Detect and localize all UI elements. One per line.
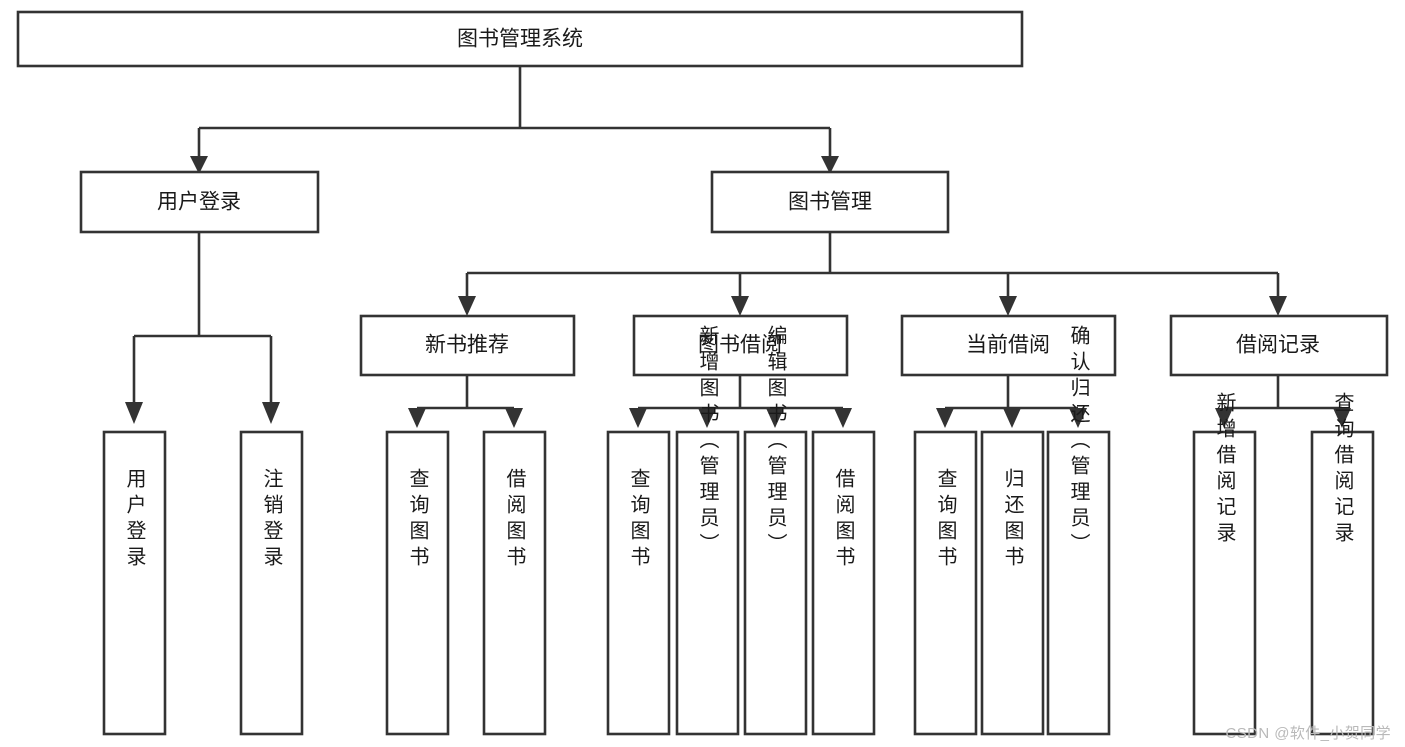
arrow-borrow-l2 [698,408,716,428]
leaf-user-login[interactable]: 用户登录 [102,430,167,736]
borrow-record-rect[interactable] [1169,314,1389,377]
current-borrow-rect[interactable] [900,314,1117,377]
book-manage-rect[interactable] [710,170,950,234]
book-borrow-label: 图书借阅 [698,334,782,357]
node-title-box[interactable]: 图书管理系统 [16,10,1024,68]
arrow-current-l2 [1003,408,1021,428]
leaf-borrow-book-1[interactable]: 借阅图书 [482,430,547,736]
leaf-user-login-rect[interactable] [102,430,167,736]
node-new-book-recommend[interactable]: 新书推荐 [359,314,576,377]
leaf-query-book-2-label: 查询图书 [627,468,650,572]
leaf-add-book-label: 新增图书（管理员） [696,325,719,559]
leaf-confirm-return-label: 确认归还（管理员） [1067,325,1090,559]
leaf-confirm-return-rect[interactable] [1046,430,1111,736]
leaf-query-book-1-label: 查询图书 [406,468,429,572]
leaf-add-borrow-record-rect[interactable] [1192,430,1257,736]
arrow-current-l1 [936,408,954,428]
title-box-rect[interactable] [16,10,1024,68]
leaf-logout-login-rect[interactable] [239,430,304,736]
new-book-recommend-rect[interactable] [359,314,576,377]
leaf-query-book-3[interactable]: 查询图书 [913,430,978,736]
node-current-borrow[interactable]: 当前借阅 [900,314,1117,377]
leaf-edit-book-label: 编辑图书（管理员） [764,325,787,559]
arrow-user-login-leaf-2 [262,402,280,424]
leaf-query-book-2-rect[interactable] [606,430,671,736]
leaf-query-book-1-rect[interactable] [385,430,450,736]
leaf-query-book-2[interactable]: 查询图书 [606,430,671,736]
book-borrow-rect[interactable] [632,314,849,377]
arrow-book-manage-c4 [1269,296,1287,316]
title-box-label: 图书管理系统 [457,28,583,51]
leaf-query-borrow-record[interactable]: 查询借阅记录 [1310,392,1375,736]
csdn-watermark: CSDN @软件_小贺同学 [1225,725,1391,742]
leaf-borrow-book-2[interactable]: 借阅图书 [811,430,876,736]
user-login-rect[interactable] [79,170,320,234]
leaf-borrow-book-1-rect[interactable] [482,430,547,736]
leaf-edit-book-rect[interactable] [743,430,808,736]
leaf-confirm-return[interactable]: 确认归还（管理员） [1046,325,1111,736]
leaf-query-borrow-record-rect[interactable] [1310,430,1375,736]
connectors-group [125,66,1351,428]
arrow-borrow-l3 [766,408,784,428]
leaf-return-book-rect[interactable] [980,430,1045,736]
arrow-record-l1 [1215,408,1233,428]
node-borrow-record[interactable]: 借阅记录 [1169,314,1389,377]
leaf-borrow-book-2-rect[interactable] [811,430,876,736]
leaf-add-book[interactable]: 新增图书（管理员） [675,325,740,736]
borrow-record-label: 借阅记录 [1236,334,1320,357]
arrow-borrow-l1 [629,408,647,428]
leaf-add-borrow-record[interactable]: 新增借阅记录 [1192,392,1257,736]
arrow-recommend-l1 [408,408,426,428]
leaf-logout-login[interactable]: 注销登录 [239,430,304,736]
arrow-root-to-book-manage [821,156,839,174]
leaf-borrow-book-1-label: 借阅图书 [503,468,526,572]
leaf-query-book-3-label: 查询图书 [934,468,957,572]
leaf-edit-book[interactable]: 编辑图书（管理员） [743,325,808,736]
arrow-borrow-l4 [834,408,852,428]
user-login-label: 用户登录 [157,191,241,214]
arrow-current-l3 [1069,408,1087,428]
current-borrow-label: 当前借阅 [966,334,1050,357]
leaf-user-login-label: 用户登录 [123,468,146,572]
leaf-add-borrow-record-label: 新增借阅记录 [1213,392,1236,548]
arrow-record-l2 [1333,408,1351,428]
arrow-book-manage-c2 [731,296,749,316]
leaf-add-book-rect[interactable] [675,430,740,736]
arrow-recommend-l2 [505,408,523,428]
book-manage-label: 图书管理 [788,191,872,214]
node-book-manage[interactable]: 图书管理 [710,170,950,234]
arrow-book-manage-c3 [999,296,1017,316]
node-user-login[interactable]: 用户登录 [79,170,320,234]
arrow-book-manage-c1 [458,296,476,316]
leaf-query-borrow-record-label: 查询借阅记录 [1331,392,1354,548]
leaf-query-book-3-rect[interactable] [913,430,978,736]
leaf-query-book-1[interactable]: 查询图书 [385,430,450,736]
leaf-return-book-label: 归还图书 [1001,468,1024,572]
leaf-logout-login-label: 注销登录 [260,468,283,572]
new-book-recommend-label: 新书推荐 [425,334,509,357]
arrow-user-login-leaf-1 [125,402,143,424]
node-book-borrow[interactable]: 图书借阅 [632,314,849,377]
leaf-return-book[interactable]: 归还图书 [980,430,1045,736]
arrow-root-to-user-login [190,156,208,174]
leaf-borrow-book-2-label: 借阅图书 [832,468,855,572]
